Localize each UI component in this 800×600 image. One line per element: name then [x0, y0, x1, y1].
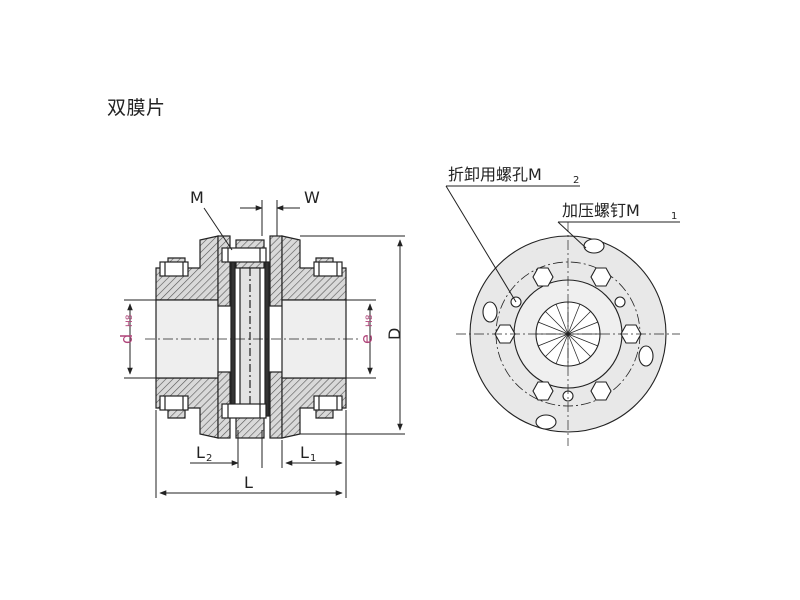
left-flange-upper	[217, 235, 231, 307]
diagram-title: 双膜片	[107, 97, 166, 119]
label-d: d	[117, 334, 136, 344]
label-L2: L 2	[196, 443, 212, 464]
front-view-leaders	[445, 185, 680, 303]
side-section-view	[145, 235, 360, 439]
hex-bolt	[590, 381, 612, 401]
through-bolt-upper	[221, 247, 267, 263]
label-L: L	[244, 473, 253, 492]
label-M1-sub: 1	[671, 211, 677, 222]
label-M1-callout: 加压螺钉M 1	[562, 201, 677, 222]
hex-bolts	[494, 267, 642, 401]
label-e: e	[357, 334, 376, 344]
hex-bolt	[590, 267, 612, 287]
hex-bolt	[532, 267, 554, 287]
label-d-H8: d H8	[117, 314, 136, 344]
through-bolt-lower	[221, 403, 267, 419]
label-L1: L 1	[300, 443, 316, 464]
clamp-screw-lower-left	[159, 395, 189, 411]
label-L2-main: L	[196, 443, 205, 462]
label-L2-sub: 2	[206, 453, 212, 464]
side-view-dimensions	[124, 200, 405, 498]
right-flange-lower	[269, 371, 283, 439]
right-flange-upper	[269, 235, 283, 307]
clamp-screw-upper-left	[159, 261, 189, 277]
label-W: W	[304, 188, 320, 207]
label-d-sub: H8	[125, 314, 135, 327]
hex-bolt	[532, 381, 554, 401]
label-M2-sub: 2	[573, 175, 579, 186]
clamp-screw-lower-right	[313, 395, 343, 411]
label-e-sub: H8	[365, 314, 375, 327]
label-L1-main: L	[300, 443, 309, 462]
label-M2-callout: 折卸用螺孔M 2	[448, 165, 579, 186]
label-M2: 折卸用螺孔M	[448, 165, 542, 184]
label-L1-sub: 1	[310, 453, 316, 464]
clamp-screw-upper-right	[313, 261, 343, 277]
label-M1: 加压螺钉M	[562, 201, 640, 220]
label-e-H8: e H8	[357, 314, 376, 344]
label-D: D	[385, 328, 404, 340]
perimeter-screws	[482, 238, 654, 430]
label-M: M	[190, 188, 204, 207]
front-view	[456, 222, 680, 446]
